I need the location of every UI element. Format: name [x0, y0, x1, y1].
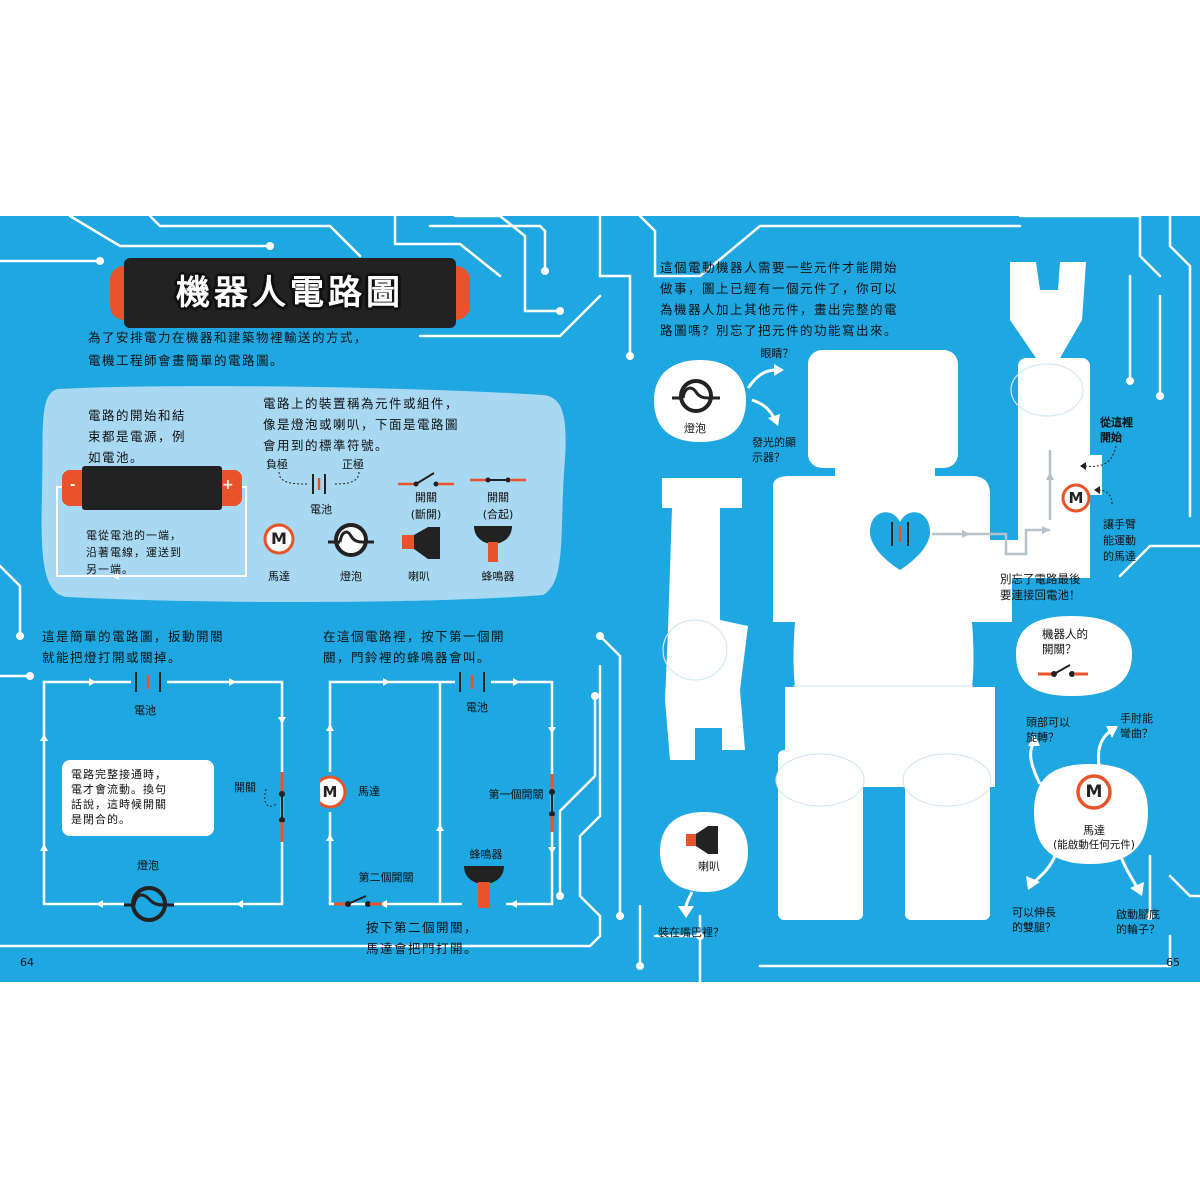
battery-minus: -	[70, 478, 76, 493]
circuit1-note-3: 話說，這時候開關	[71, 798, 167, 811]
panel-components-3: 會用到的標準符號。	[263, 438, 390, 453]
wheels-q-2: 的輪子？	[1116, 923, 1160, 936]
circuit1-note-4: 是閉合的。	[71, 813, 131, 826]
circuit1-diagram	[40, 670, 286, 924]
eyes-q: 眼睛？	[760, 347, 794, 360]
circuit2-bottom-1: 按下第二個開關，	[366, 920, 479, 935]
page-number-left: 64	[20, 956, 34, 969]
circuit1-note	[62, 760, 214, 836]
circuit1-switch-label: 開關	[234, 781, 256, 794]
circuit2-switch2-label: 第二個開關	[358, 871, 414, 884]
start-here-1: 從這裡	[1100, 416, 1133, 429]
display-q-1: 發光的顯	[752, 436, 796, 449]
circuit1-note-2: 電才會流動。換句	[71, 783, 167, 796]
page-number-right: 65	[1166, 956, 1180, 969]
circuit2-text-2: 關，門鈴裡的蜂鳴器會叫。	[323, 650, 492, 665]
panel-start-3: 如電池。	[88, 450, 145, 465]
switch-open-label-1: 開關	[415, 491, 437, 504]
arm-motor-icon	[1061, 483, 1091, 513]
switch-open-symbol	[398, 472, 454, 487]
buzzer-label: 蜂鳴器	[481, 570, 515, 583]
battery-symbol	[278, 471, 360, 494]
right-speaker-label: 喇叭	[698, 860, 720, 873]
panel-start-2: 束都是電源，例	[88, 429, 187, 444]
legs-q-2: 的雙腿？	[1012, 921, 1056, 934]
circuit1-battery-label: 電池	[134, 704, 156, 717]
display-q-2: 示器？	[752, 451, 785, 464]
circuit2-text-1: 在這個電路裡，按下第一個開	[323, 629, 506, 644]
switch-closed-label-2: (合起)	[482, 508, 514, 521]
hand-q-2: 彎曲？	[1120, 727, 1153, 740]
circuit1-note-1: 電路完整接通時，	[71, 768, 167, 781]
legs-q-1: 可以伸長	[1012, 906, 1056, 919]
intro-line-1: 為了安排電力在機器和建築物裡輸送的方式，	[88, 330, 369, 345]
panel-flow-2: 沿著電線，運送到	[86, 546, 182, 559]
battery-symbol-label: 電池	[310, 503, 332, 516]
circuit2-battery-label: 電池	[466, 701, 488, 714]
start-here-2: 開始	[1100, 431, 1122, 444]
reconnect-text-1: 別忘了電路最後	[1000, 572, 1081, 586]
title-banner: 機器人電路圖	[110, 258, 470, 328]
speaker-label: 喇叭	[408, 570, 430, 583]
circuit-traces	[0, 216, 1200, 982]
switch-closed-label-1: 開關	[487, 491, 509, 504]
right-intro-3: 為機器人加上其他元件，畫出完整的電	[660, 302, 899, 317]
switch-bubble	[1016, 616, 1132, 696]
motor-bubble	[1026, 726, 1148, 896]
hand-q-1: 手肘能	[1120, 712, 1153, 725]
neg-label: 負極	[266, 458, 288, 471]
panel-components-1: 電路上的裝置稱為元件或組件，	[263, 396, 460, 411]
battery-banner-shape	[110, 258, 470, 328]
arm-motor-letter: M	[1068, 489, 1084, 507]
switch-open-label-2: (斷開)	[410, 508, 442, 521]
speaker-bubble	[660, 812, 748, 918]
intro-line-2: 電機工程師會畫簡單的電路圖。	[88, 353, 285, 368]
right-bulb-label: 燈泡	[684, 422, 706, 435]
arm-motor-text-2: 能運動	[1103, 534, 1136, 547]
arrows-right-top	[746, 364, 784, 426]
motor-icon	[263, 523, 295, 555]
panel-components-2: 像是燈泡或喇叭，下面是電路圖	[263, 417, 460, 432]
motor-bubble-label-1: 馬達	[1083, 824, 1105, 837]
panel-flow-3: 另一端。	[86, 563, 134, 576]
buzzer-icon	[474, 526, 512, 562]
switch-q-1: 機器人的	[1042, 627, 1088, 641]
reconnect-text-2: 要連接回電池！	[1000, 588, 1081, 602]
bulb-label: 燈泡	[340, 570, 362, 583]
battery-plus: +	[222, 477, 234, 493]
dashed-arrows	[1080, 445, 1117, 504]
motor-bubble-letter: M	[1085, 782, 1103, 802]
big-battery-diagram	[56, 466, 247, 580]
panel-start-1: 電路的開始和結	[88, 408, 187, 423]
circuit2-bottom-2: 馬達會把門打開。	[366, 941, 479, 956]
motor-letter: M	[271, 529, 287, 548]
head-q-1: 頭部可以	[1026, 716, 1070, 729]
circuit1-bulb-label: 燈泡	[137, 859, 159, 872]
speaker-icon	[402, 527, 440, 559]
circuit2-switch1-label: 第一個開關	[488, 788, 544, 801]
arm-motor-text-1: 讓手臂	[1103, 518, 1136, 531]
right-intro-1: 這個電動機器人需要一些元件才能開始	[660, 260, 899, 275]
motor-label: 馬達	[268, 570, 290, 583]
bulb-icon	[328, 523, 374, 557]
head-q-2: 旋轉？	[1026, 731, 1059, 744]
bulb-bubble	[654, 360, 746, 442]
pos-label: 正極	[342, 458, 364, 471]
right-intro-4: 路圖嗎？別忘了把元件的功能寫出來。	[660, 323, 899, 338]
circuit2-motor-label: 馬達	[358, 785, 380, 798]
right-intro-2: 做事，圖上已經有一個元件了，你可以	[660, 281, 899, 296]
circuit1-text-1: 這是簡單的電路圖，扳動開關	[42, 629, 225, 644]
circuit2-motor-letter: M	[322, 783, 338, 801]
circuit2-buzzer-label: 蜂鳴器	[469, 848, 503, 861]
arm-motor-text-3: 的馬達	[1103, 550, 1136, 563]
mouth-q: 裝在嘴巴裡？	[658, 926, 724, 939]
switch-closed-symbol	[470, 477, 526, 483]
page-title: 機器人電路圖	[176, 273, 404, 313]
wheels-q-1: 啟動腳底	[1116, 908, 1160, 921]
circuit2-diagram	[320, 670, 556, 908]
panel-flow-1: 電從電池的一端，	[86, 529, 182, 542]
circuit1-text-2: 就能把燈打開或關掉。	[42, 650, 183, 665]
motor-bubble-label-2: (能啟動任何元件)	[1053, 839, 1135, 851]
switch-q-2: 開關？	[1042, 642, 1077, 656]
